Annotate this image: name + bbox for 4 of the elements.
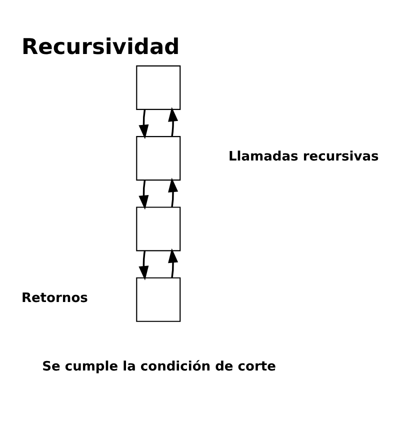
label: Retornos	[21, 290, 88, 306]
label: Llamadas recursivas	[228, 150, 379, 165]
label: Se cumple la condición de corte	[42, 359, 276, 374]
diagram-title: Recursividad	[21, 34, 180, 60]
